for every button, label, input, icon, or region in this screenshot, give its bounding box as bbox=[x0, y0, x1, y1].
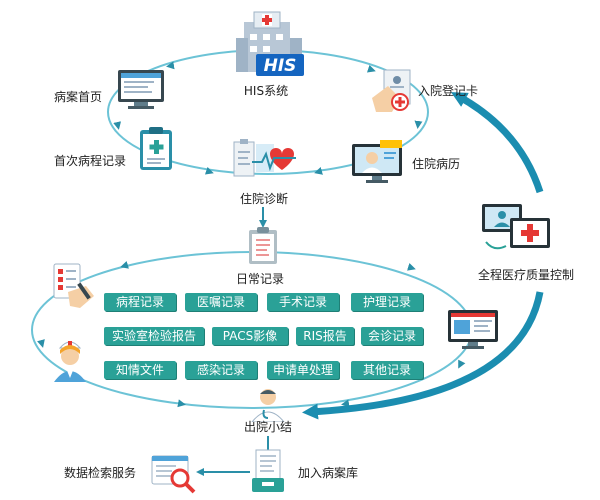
record-tag: PACS影像 bbox=[212, 327, 288, 345]
record-tag: 其他记录 bbox=[351, 361, 423, 379]
record-tag: 申请单处理 bbox=[267, 361, 339, 379]
medical-report-monitor-icon bbox=[448, 310, 498, 349]
inpatient-history-label: 住院病历 bbox=[412, 157, 461, 171]
nurse-icon bbox=[54, 341, 86, 382]
data-search-label: 数据检索服务 bbox=[64, 466, 137, 480]
archive-document-icon bbox=[252, 449, 284, 492]
first-course-label: 首次病程记录 bbox=[54, 154, 127, 168]
record-tag: 手术记录 bbox=[267, 293, 339, 311]
admission-card-label: 入院登记卡 bbox=[418, 84, 479, 98]
record-tag: 病程记录 bbox=[104, 293, 176, 311]
inpatient-history-monitor-icon bbox=[352, 140, 402, 183]
data-search-icon bbox=[151, 455, 196, 494]
record-tag: RIS报告 bbox=[296, 327, 354, 345]
admission-card-icon bbox=[372, 69, 411, 112]
arrow-his-to-case-home bbox=[166, 61, 175, 70]
hospital-building-icon: HIS bbox=[236, 11, 304, 76]
arrow-admission-to-history bbox=[414, 120, 423, 129]
record-tag: 护理记录 bbox=[351, 293, 423, 311]
big-arrow-qc-to-admission bbox=[450, 92, 544, 194]
his-logo-text: HIS bbox=[264, 56, 297, 76]
arrow-daily-to-right bbox=[406, 262, 416, 271]
first-course-clipboard-icon bbox=[140, 127, 172, 170]
case-home-label: 病案首页 bbox=[54, 90, 103, 104]
quality-control-icon bbox=[482, 204, 550, 250]
record-tag: 实验室检验报告 bbox=[104, 327, 204, 345]
checklist-hand-icon bbox=[53, 263, 94, 308]
big-arrow-qc-to-discharge bbox=[302, 291, 544, 420]
record-tag: 会诊记录 bbox=[361, 327, 423, 345]
daily-record-clipboard-icon bbox=[249, 227, 277, 264]
diagnosis-ecg-icon bbox=[233, 139, 296, 177]
discharge-summary-label: 出院小结 bbox=[243, 420, 293, 434]
his-system-label: HIS系统 bbox=[243, 84, 289, 98]
add-archive-label: 加入病案库 bbox=[298, 466, 359, 480]
arrow-left-down bbox=[37, 339, 45, 348]
record-tag: 医嘱记录 bbox=[185, 293, 257, 311]
discharge-doctor-icon bbox=[251, 389, 285, 422]
quality-control-label: 全程医疗质量控制 bbox=[478, 268, 575, 282]
daily-record-label: 日常记录 bbox=[235, 272, 285, 286]
case-home-monitor-icon bbox=[118, 70, 164, 109]
record-tag: 感染记录 bbox=[185, 361, 257, 379]
record-tag: 知情文件 bbox=[104, 361, 176, 379]
diagnosis-label: 住院诊断 bbox=[239, 192, 289, 206]
